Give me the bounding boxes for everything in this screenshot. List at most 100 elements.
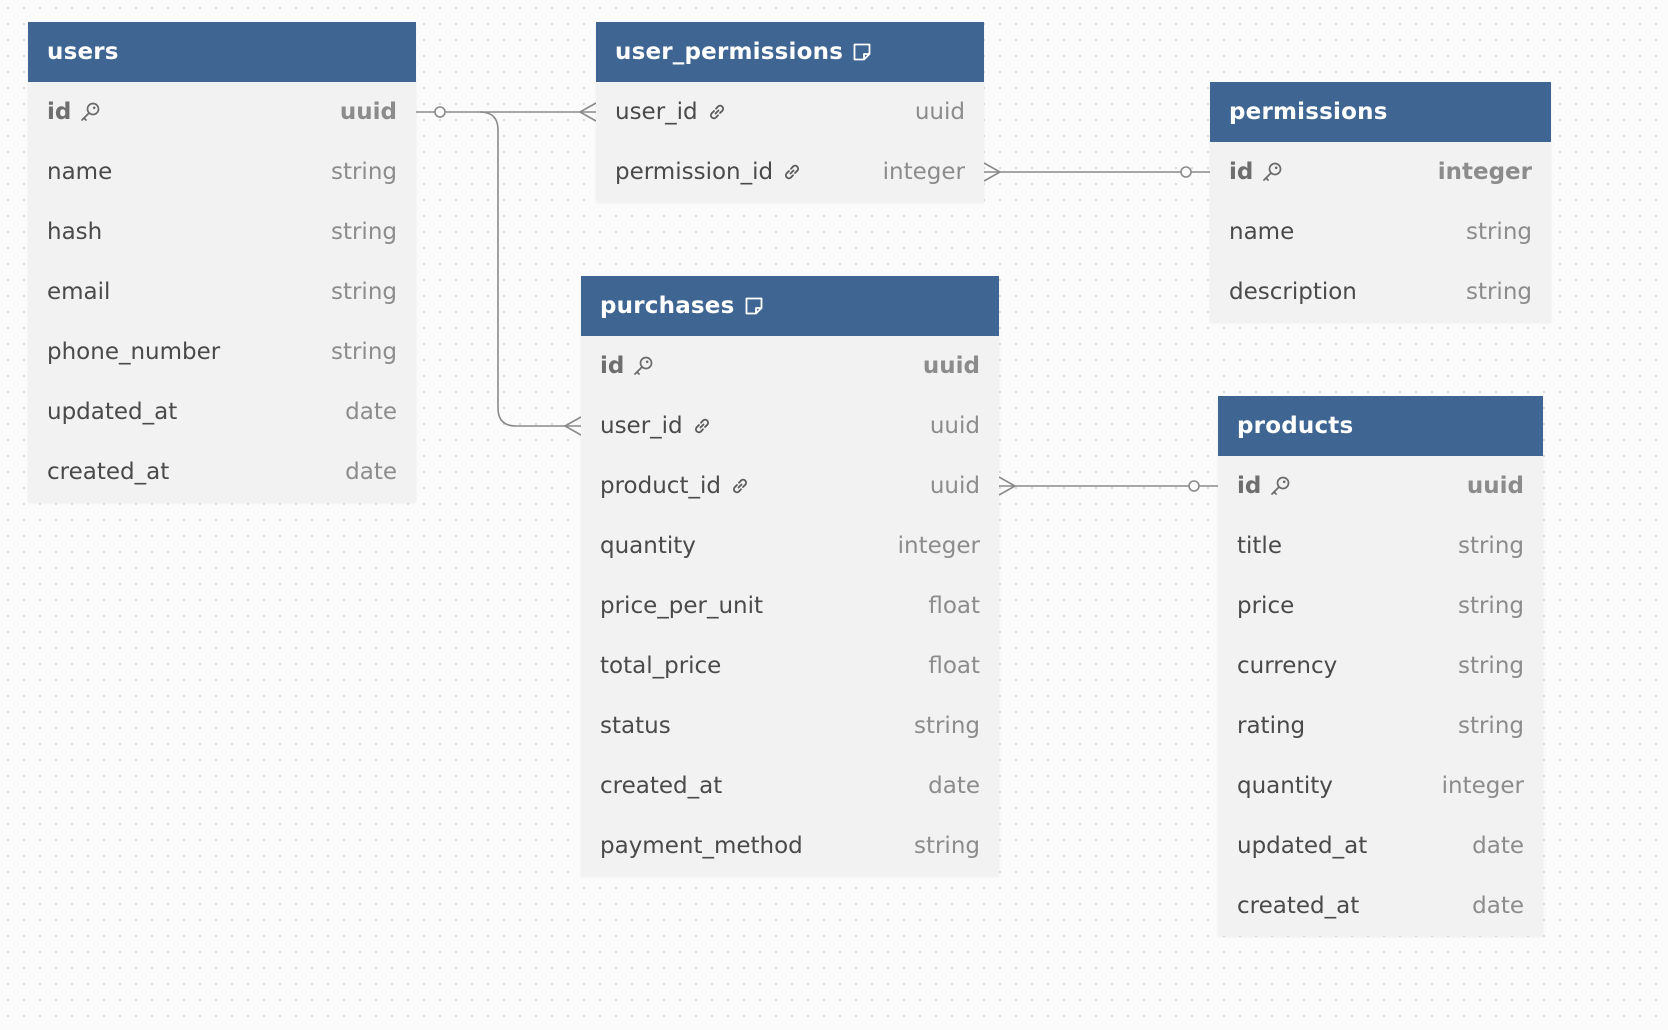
- column-name-group: quantity: [1237, 773, 1333, 799]
- table-title: products: [1237, 413, 1354, 439]
- column-name-group: name: [47, 159, 112, 185]
- table-header[interactable]: products: [1218, 396, 1543, 456]
- column-name-group: description: [1229, 279, 1357, 305]
- column-name: currency: [1237, 653, 1338, 679]
- column-name-group: rating: [1237, 713, 1305, 739]
- table-header[interactable]: user_permissions: [596, 22, 984, 82]
- column-name-group: id: [1229, 159, 1283, 185]
- table-header[interactable]: purchases: [581, 276, 999, 336]
- column-name-group: status: [600, 713, 671, 739]
- column-type: integer: [882, 159, 965, 185]
- table-title: users: [47, 39, 119, 65]
- column-name-group: updated_at: [47, 399, 177, 425]
- column-type: float: [928, 653, 980, 679]
- column-name: updated_at: [1237, 833, 1368, 859]
- column-name: hash: [47, 219, 103, 245]
- column-type: integer: [897, 533, 980, 559]
- column-name: id: [47, 99, 72, 125]
- column-name-group: product_id: [600, 473, 751, 499]
- column-name-group: id: [1237, 473, 1291, 499]
- table-title: permissions: [1229, 99, 1388, 125]
- column-name-group: quantity: [600, 533, 696, 559]
- column-name-group: updated_at: [1237, 833, 1367, 859]
- column-name-group: title: [1237, 533, 1282, 559]
- column-row[interactable]: permission_id integer: [596, 142, 984, 202]
- column-row[interactable]: email string: [28, 262, 416, 322]
- column-row[interactable]: updated_at date: [1218, 816, 1543, 876]
- column-type: string: [1457, 533, 1524, 559]
- column-type: date: [345, 459, 397, 485]
- column-type: uuid: [929, 473, 980, 499]
- column-name-group: phone_number: [47, 339, 220, 365]
- column-name: name: [1229, 219, 1295, 245]
- note-icon[interactable]: [851, 41, 873, 63]
- many-end-marker: [563, 416, 582, 436]
- one-end-marker: [1180, 166, 1192, 178]
- column-name: phone_number: [47, 339, 221, 365]
- table-header[interactable]: users: [28, 22, 416, 82]
- key-icon: [1269, 475, 1291, 497]
- column-row[interactable]: title string: [1218, 516, 1543, 576]
- column-row[interactable]: status string: [581, 696, 999, 756]
- column-name: id: [1237, 473, 1262, 499]
- note-icon[interactable]: [743, 295, 765, 317]
- column-type: string: [913, 713, 980, 739]
- column-row[interactable]: description string: [1210, 262, 1551, 322]
- column-type: uuid: [914, 99, 965, 125]
- column-row[interactable]: product_id uuid: [581, 456, 999, 516]
- column-name: payment_method: [600, 833, 803, 859]
- column-type: date: [1472, 893, 1524, 919]
- column-row[interactable]: total_price float: [581, 636, 999, 696]
- table-title: purchases: [600, 293, 735, 319]
- column-name-group: price: [1237, 593, 1294, 619]
- column-row[interactable]: user_id uuid: [581, 396, 999, 456]
- link-icon: [706, 101, 728, 123]
- column-row[interactable]: created_at date: [28, 442, 416, 502]
- column-type: string: [330, 279, 397, 305]
- column-type: uuid: [929, 413, 980, 439]
- key-icon: [1261, 161, 1283, 183]
- column-row[interactable]: created_at date: [1218, 876, 1543, 936]
- column-name-group: currency: [1237, 653, 1337, 679]
- column-type: string: [1465, 279, 1532, 305]
- table-header[interactable]: permissions: [1210, 82, 1551, 142]
- column-row[interactable]: quantity integer: [581, 516, 999, 576]
- column-type: string: [1457, 593, 1524, 619]
- column-name: price_per_unit: [600, 593, 764, 619]
- column-name-group: created_at: [47, 459, 169, 485]
- column-type: date: [1472, 833, 1524, 859]
- column-name-group: id: [47, 99, 101, 125]
- column-name: permission_id: [615, 159, 774, 185]
- column-name-group: name: [1229, 219, 1294, 245]
- column-name-group: created_at: [1237, 893, 1359, 919]
- many-end-marker: [983, 162, 1002, 182]
- column-name-group: user_id: [600, 413, 713, 439]
- column-row[interactable]: price string: [1218, 576, 1543, 636]
- key-icon: [632, 355, 654, 377]
- column-name: total_price: [600, 653, 722, 679]
- column-name: name: [47, 159, 113, 185]
- column-name: email: [47, 279, 111, 305]
